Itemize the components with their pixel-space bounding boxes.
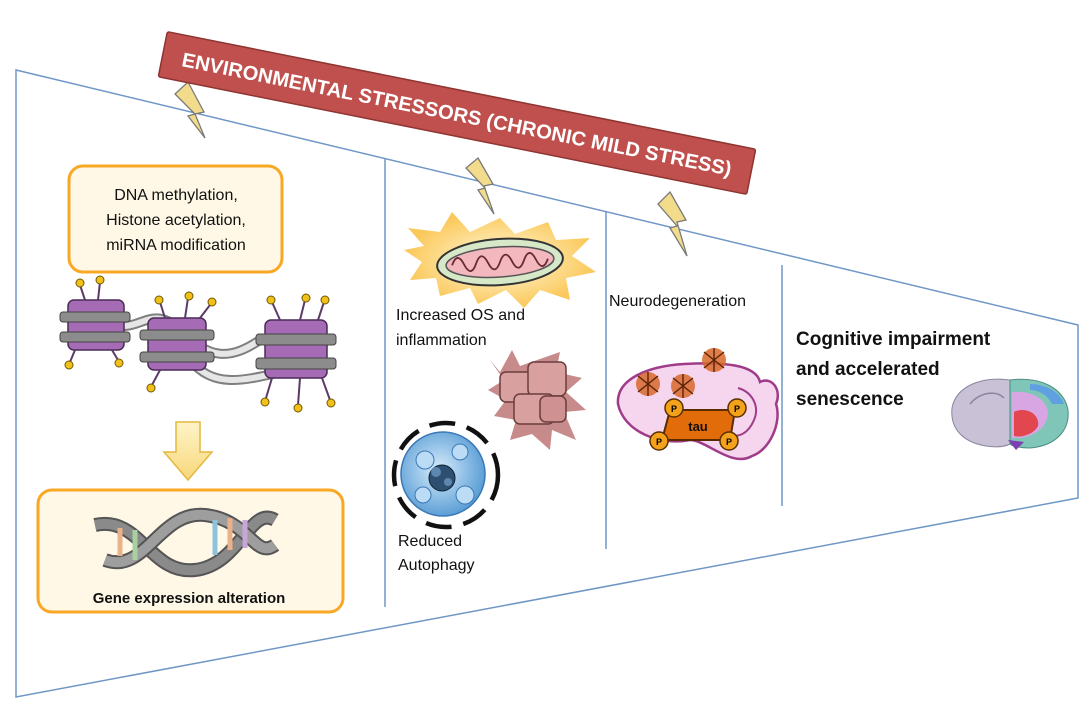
tau-label: tau [688, 419, 708, 434]
autophagy-label-line-1: Reduced [398, 533, 462, 550]
lightning-icon [657, 190, 688, 257]
svg-text:P: P [734, 404, 740, 414]
nucleosome [255, 293, 337, 413]
epigenetic-line-2: Histone acetylation, [106, 212, 246, 229]
panel-epigenetics: DNA methylation, Histone acetylation, mi… [36, 164, 345, 614]
brain-section-icon [951, 378, 1069, 450]
epigenetic-line-3: miRNA modification [106, 237, 246, 254]
panel-oxidative-stress: Increased OS and inflammation Reduced Au… [391, 212, 596, 574]
svg-text:P: P [656, 437, 662, 447]
svg-text:P: P [726, 437, 732, 447]
epigenetic-box [67, 164, 284, 274]
panel-neurodegeneration: Neurodegeneration tau P P P P [609, 293, 779, 461]
dna-helix-icon [93, 507, 280, 578]
tangle-icons [636, 348, 726, 398]
lightning-icon [174, 80, 206, 139]
chromatin-illustration [59, 275, 337, 413]
os-label-line-2: inflammation [396, 332, 487, 349]
phospho-icon: P [719, 431, 739, 451]
autophagy-label-line-2: Autophagy [398, 557, 475, 574]
epigenetic-line-1: DNA methylation, [114, 187, 238, 204]
phospho-icon: P [649, 431, 669, 451]
gene-expression-label: Gene expression alteration [93, 590, 286, 607]
panel-cognitive: Cognitive impairment and accelerated sen… [796, 329, 1069, 450]
phospho-icon: P [664, 398, 684, 418]
svg-text:P: P [671, 404, 677, 414]
neurodegeneration-label: Neurodegeneration [609, 293, 746, 310]
nucleosome [59, 275, 131, 370]
phospho-icon: P [727, 398, 747, 418]
nucleosome [139, 291, 217, 393]
tau-complex: tau P P P P [649, 398, 747, 451]
cognitive-label-line-3: senescence [796, 389, 904, 410]
os-label-line-1: Increased OS and [396, 307, 525, 324]
mitochondrion-icon [436, 237, 564, 287]
cognitive-label-line-2: and accelerated [796, 359, 940, 380]
lightning-icon [465, 157, 495, 215]
lightning-icons [174, 80, 688, 257]
down-arrow-icon [162, 421, 214, 482]
inflammation-icon [488, 350, 586, 450]
cognitive-label-line-1: Cognitive impairment [796, 329, 991, 350]
autophagy-icon [391, 420, 501, 530]
